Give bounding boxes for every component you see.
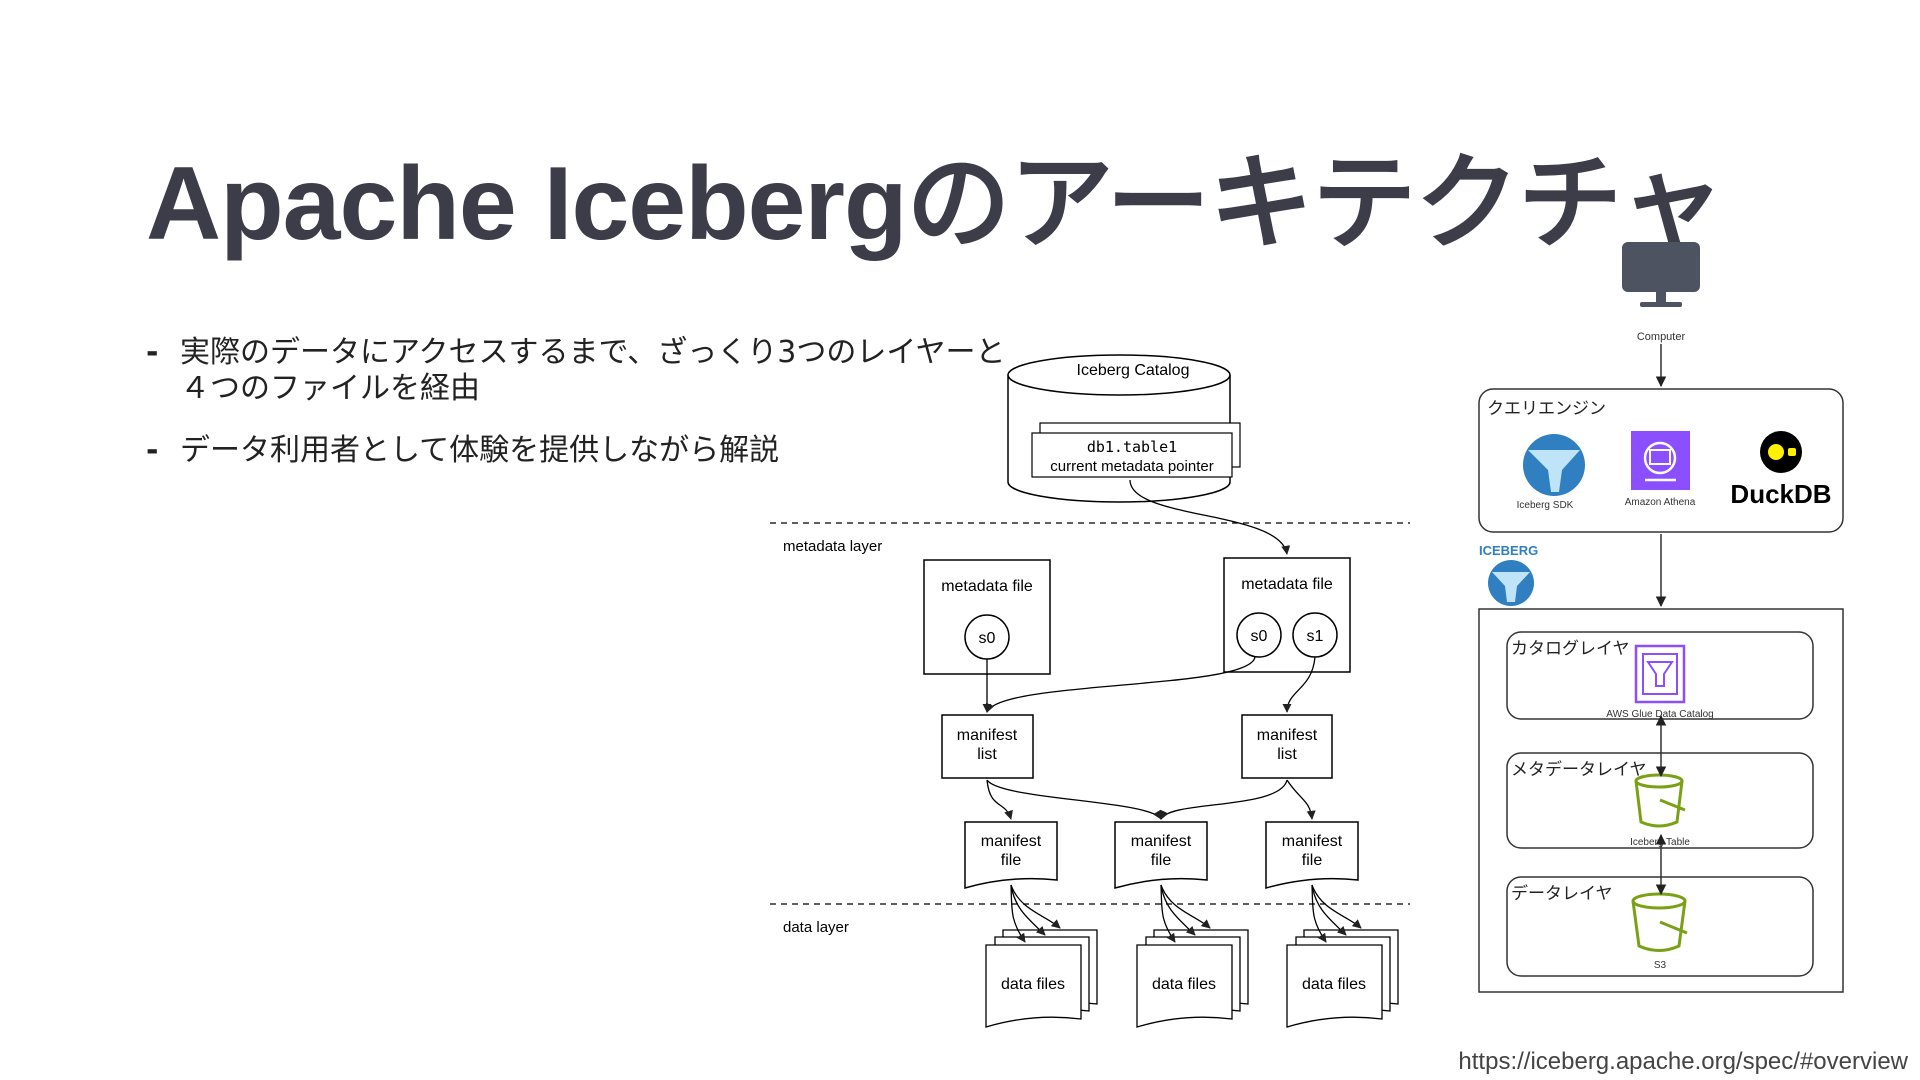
manifest-list-right-line1: manifest xyxy=(1257,727,1318,744)
athena-label: Amazon Athena xyxy=(1625,497,1696,508)
catalog-title: Iceberg Catalog xyxy=(1077,362,1190,379)
manifest-file-2-line2: file xyxy=(1151,852,1172,869)
manifest-file-2-line1: manifest xyxy=(1131,833,1192,850)
pointer-label: current metadata pointer xyxy=(1050,458,1213,475)
manifest-list-left xyxy=(941,714,1034,779)
bullet-text-line1: 実際のデータにアクセスするまで、ざっくり3つのレイヤーと xyxy=(180,335,1006,370)
bullet-dash: - xyxy=(146,433,159,468)
metadata-layer-title: メタデータレイヤ xyxy=(1511,759,1647,780)
metadata-layer-label: metadata layer xyxy=(783,538,882,555)
iceberg-sdk-label: Iceberg SDK xyxy=(1517,500,1574,511)
snapshot-s0-current-label: s0 xyxy=(1251,628,1268,645)
bullet-item: - データ利用者として体験を提供しながら解説 xyxy=(146,433,1006,469)
bullet-text-line1: データ利用者として体験を提供しながら解説 xyxy=(180,433,780,468)
data-files-1-label: data files xyxy=(1001,976,1065,993)
manifest-file-2 xyxy=(1114,821,1208,889)
manifest-file-1-line1: manifest xyxy=(981,833,1042,850)
catalog-layer-title: カタログレイヤ xyxy=(1511,639,1630,659)
manifest-file-3-line2: file xyxy=(1302,852,1323,869)
bullet-text-line2: ４つのファイルを経由 xyxy=(180,371,480,406)
computer-icon xyxy=(1622,242,1700,307)
data-layer-label: data layer xyxy=(783,919,849,936)
manifest-list-left-line2: list xyxy=(977,746,997,763)
computer-label: Computer xyxy=(1637,331,1686,343)
manifest-list-right xyxy=(1241,714,1333,779)
snapshot-s1-label: s1 xyxy=(1307,628,1324,645)
snapshot-s0-current xyxy=(1236,612,1282,658)
spec-connectors xyxy=(982,479,1362,943)
query-engine-title: クエリエンジン xyxy=(1487,399,1606,419)
manifest-file-1-line2: file xyxy=(1001,852,1022,869)
snapshot-s0-old-label: s0 xyxy=(979,630,996,647)
data-files-stack-1 xyxy=(985,929,1098,1028)
data-files-2-label: data files xyxy=(1152,976,1216,993)
data-files-stack-3 xyxy=(1286,929,1399,1028)
spec-diagram: Iceberg Catalog db1.table1 current metad… xyxy=(770,354,1410,1028)
table-name: db1.table1 xyxy=(1087,438,1177,456)
duckdb-icon xyxy=(1760,431,1802,473)
metadata-file-old-label: metadata file xyxy=(941,578,1033,595)
pointer-box xyxy=(1031,432,1233,478)
data-files-3-label: data files xyxy=(1302,976,1366,993)
metadata-file-current-label: metadata file xyxy=(1241,576,1333,593)
manifest-file-3 xyxy=(1265,821,1359,889)
page-title: Apache Icebergのアーキテクチャ xyxy=(146,146,1724,262)
manifest-file-3-line1: manifest xyxy=(1282,833,1343,850)
bullet-list: - 実際のデータにアクセスするまで、ざっくり3つのレイヤーと ４つのファイルを経… xyxy=(146,335,1006,495)
data-layer-title: データレイヤ xyxy=(1511,883,1613,904)
data-files-stack-2 xyxy=(1136,929,1249,1028)
athena-icon xyxy=(1631,431,1690,490)
manifest-list-left-line1: manifest xyxy=(957,727,1018,744)
glue-label: AWS Glue Data Catalog xyxy=(1606,709,1713,720)
aws-diagram: Computer クエリエンジン Iceberg SDK Amazon Athe… xyxy=(1478,242,1844,993)
iceberg-sdk-icon xyxy=(1523,434,1585,496)
glue-catalog-icon xyxy=(1634,644,1686,704)
bullet-dash: - xyxy=(146,335,159,370)
source-url: https://iceberg.apache.org/spec/#overvie… xyxy=(1458,1048,1908,1075)
iceberg-logo-text: ICEBERG xyxy=(1479,543,1538,558)
s3-label: S3 xyxy=(1654,960,1667,971)
bullet-item: - 実際のデータにアクセスするまで、ざっくり3つのレイヤーと ４つのファイルを経… xyxy=(146,335,1006,407)
iceberg-logo-icon xyxy=(1488,560,1534,606)
iceberg-table-label: Iceberg Table xyxy=(1630,837,1690,848)
manifest-file-1 xyxy=(964,821,1058,889)
duckdb-label: DuckDB xyxy=(1730,479,1831,509)
manifest-list-right-line2: list xyxy=(1277,746,1297,763)
